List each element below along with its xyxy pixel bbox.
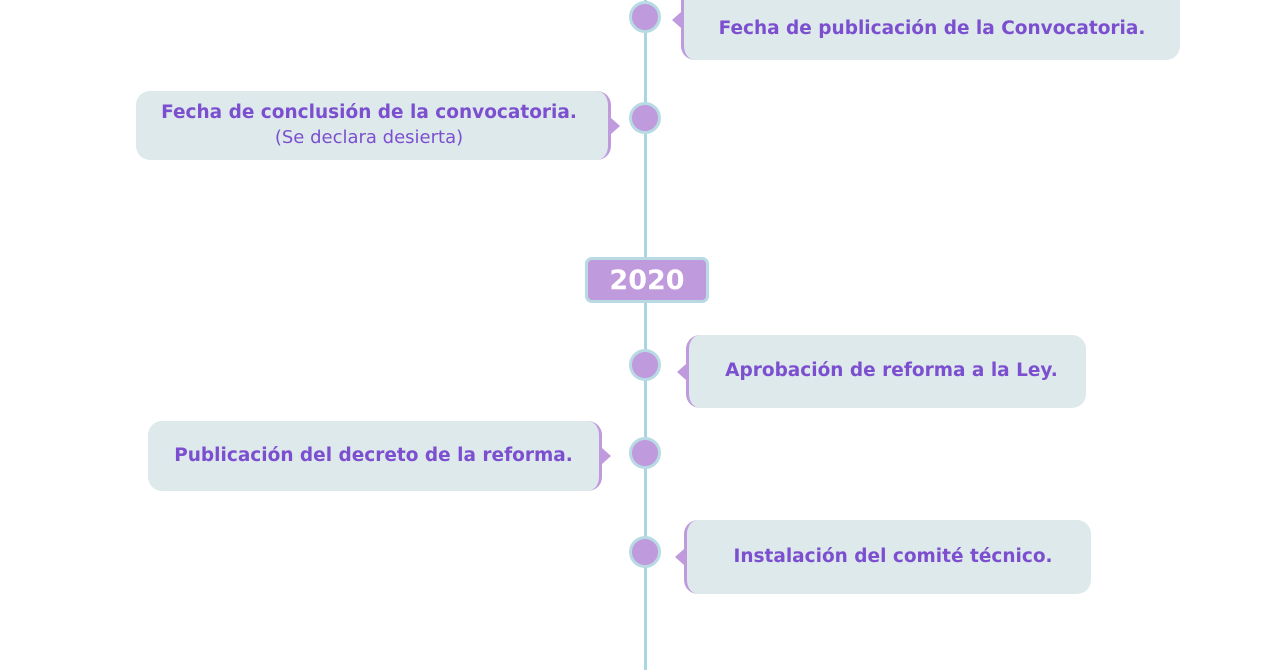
timeline-line	[644, 0, 647, 670]
event-title: Aprobación de reforma a la Ley.	[725, 360, 1058, 382]
event-card-aprobacion-reforma: Aprobación de reforma a la Ley.	[677, 335, 1086, 408]
event-title: Publicación del decreto de la reforma.	[174, 444, 573, 466]
timeline-node	[629, 536, 661, 568]
timeline-node	[629, 102, 661, 134]
event-card-instalacion-comite: Instalación del comité técnico.	[675, 520, 1091, 594]
event-card-publicacion-decreto: Publicación del decreto de la reforma.	[148, 421, 611, 491]
event-card-publicacion-convocatoria: Fecha de publicación de la Convocatoria.	[672, 0, 1180, 60]
timeline-node	[629, 349, 661, 381]
year-badge: 2020	[585, 257, 709, 303]
event-title: Fecha de conclusión de la convocatoria.	[161, 102, 577, 124]
event-title: Fecha de publicación de la Convocatoria.	[718, 17, 1146, 39]
timeline-node	[629, 1, 661, 33]
timeline-node	[629, 437, 661, 469]
event-title: Instalación del comité técnico.	[733, 545, 1053, 567]
event-subtitle: (Se declara desierta)	[274, 127, 464, 149]
event-card-conclusion-convocatoria: Fecha de conclusión de la convocatoria. …	[136, 91, 620, 160]
